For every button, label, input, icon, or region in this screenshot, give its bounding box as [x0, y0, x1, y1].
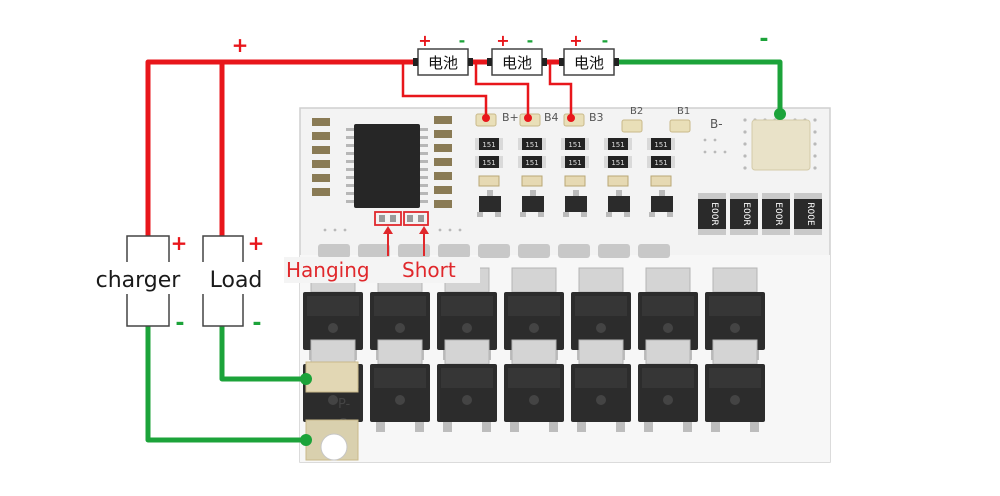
pad-label-b-plus: B+ — [502, 111, 519, 124]
smd-resistor-code: 151 — [654, 159, 667, 167]
smd-resistor-code: 151 — [525, 159, 538, 167]
lead-b3 — [548, 62, 573, 116]
mosfet — [705, 267, 765, 360]
charger-positive-wire — [145, 59, 418, 238]
smd-resistor-code: 151 — [611, 141, 624, 149]
mosfet-array — [303, 267, 765, 432]
short-label: Short — [402, 258, 456, 282]
pad-label-b4: B4 — [544, 111, 559, 124]
pad-label-p-minus: P- — [338, 397, 351, 412]
smd-resistor: 151 — [475, 156, 503, 168]
mosfet — [370, 339, 430, 432]
smd-transistor — [563, 175, 587, 217]
smd-transistor — [520, 175, 544, 217]
b-minus-pad — [751, 119, 811, 171]
smd-resistor-code: 151 — [568, 141, 581, 149]
resistor-label-4: R00E — [805, 202, 815, 226]
battery-cell-3: 电池 + - — [559, 31, 619, 76]
ic-chip — [346, 124, 428, 208]
lead-b-plus — [401, 62, 488, 116]
smd-transistor — [606, 175, 630, 217]
battery-cell-2: 电池 + - — [487, 31, 547, 76]
pad-label-b3: B3 — [589, 111, 604, 124]
mosfet — [504, 339, 564, 432]
negative-wires — [145, 59, 783, 443]
smd-resistor: 151 — [518, 138, 546, 150]
smd-resistor-code: 151 — [654, 141, 667, 149]
load-negative-wire — [219, 326, 306, 382]
pad-label-b2: B2 — [630, 106, 643, 117]
resistor-label-2: E00R — [741, 202, 751, 225]
balance-lead-dots — [482, 114, 575, 122]
cell-3-plus: + — [569, 31, 582, 50]
resistor-label-1: E00R — [709, 202, 719, 225]
cell-2-minus: - — [527, 31, 534, 50]
smd-resistor: 151 — [647, 138, 675, 150]
battery-cell-1: 电池 + - — [413, 31, 473, 76]
mosfet — [638, 339, 698, 432]
lead-b4 — [474, 62, 530, 116]
cell-1-minus: - — [459, 31, 466, 50]
smd-resistor-code: 151 — [525, 141, 538, 149]
cell-1-plus: + — [418, 31, 431, 50]
hanging-pad — [374, 211, 402, 226]
smd-column-left — [312, 118, 330, 196]
pad-label-b1: B1 — [677, 106, 690, 117]
charger-plus-sign: + — [171, 231, 188, 255]
cell-label-2: 电池 — [502, 54, 532, 72]
battery-negative-wire — [614, 59, 783, 112]
charger-minus-sign: - — [175, 311, 184, 336]
smd-resistor: 151 — [561, 156, 589, 168]
short-pad — [403, 211, 429, 226]
smd-resistor: 151 — [518, 156, 546, 168]
mosfet — [571, 267, 631, 360]
mosfet — [571, 339, 631, 432]
smd-resistor-code: 151 — [568, 159, 581, 167]
smd-resistor: 151 — [604, 138, 632, 150]
pad-label-b-minus: B- — [710, 117, 723, 131]
charger-label: charger — [96, 268, 182, 293]
pad-labels: B+ B4 B3 B2 B1 B- — [502, 106, 723, 131]
cell-label-3: 电池 — [574, 54, 604, 72]
hanging-label: Hanging — [286, 258, 370, 282]
hanging-short-annotation: Hanging Short — [284, 226, 480, 283]
solder-strip — [318, 244, 670, 258]
cell-2-plus: + — [496, 31, 509, 50]
smd-resistor: 151 — [647, 156, 675, 168]
smd-resistor: 151 — [475, 138, 503, 150]
mosfet — [638, 267, 698, 360]
mosfet — [437, 339, 497, 432]
smd-resistor-code: 151 — [611, 159, 624, 167]
cell-label-1: 电池 — [428, 54, 458, 72]
smd-resistor-code: 151 — [482, 141, 495, 149]
resistor-label-3: E00R — [773, 202, 783, 225]
smd-transistor — [477, 175, 501, 217]
charger-terminal: charger + - — [85, 231, 195, 336]
p-minus-pad — [305, 361, 359, 393]
cell-3-minus: - — [602, 31, 609, 50]
balance-pads — [475, 113, 691, 133]
power-resistors: E00R E00R E00R R00E — [698, 193, 822, 235]
load-label: Load — [210, 268, 263, 293]
mounting-hole — [320, 433, 348, 461]
balance-resistor-array: 151 151 151 151 151 151 151 151 151 151 — [475, 138, 675, 217]
load-minus-sign: - — [252, 311, 261, 336]
mosfet — [705, 339, 765, 432]
charger-negative-wire — [145, 326, 306, 443]
smd-resistor-code: 151 — [482, 159, 495, 167]
main-negative-sign: - — [759, 27, 768, 52]
smd-transistor — [649, 175, 673, 217]
smd-resistor: 151 — [604, 156, 632, 168]
smd-resistor: 151 — [561, 138, 589, 150]
pcb-board: B+ B4 B3 B2 B1 B- 1511511511511511511511… — [299, 106, 831, 463]
main-positive-sign: + — [232, 33, 249, 57]
balance-leads — [401, 62, 573, 116]
load-plus-sign: + — [248, 231, 265, 255]
load-terminal: Load + - — [200, 231, 270, 336]
negative-wire-dots — [300, 108, 786, 446]
smd-column-right — [434, 116, 452, 208]
